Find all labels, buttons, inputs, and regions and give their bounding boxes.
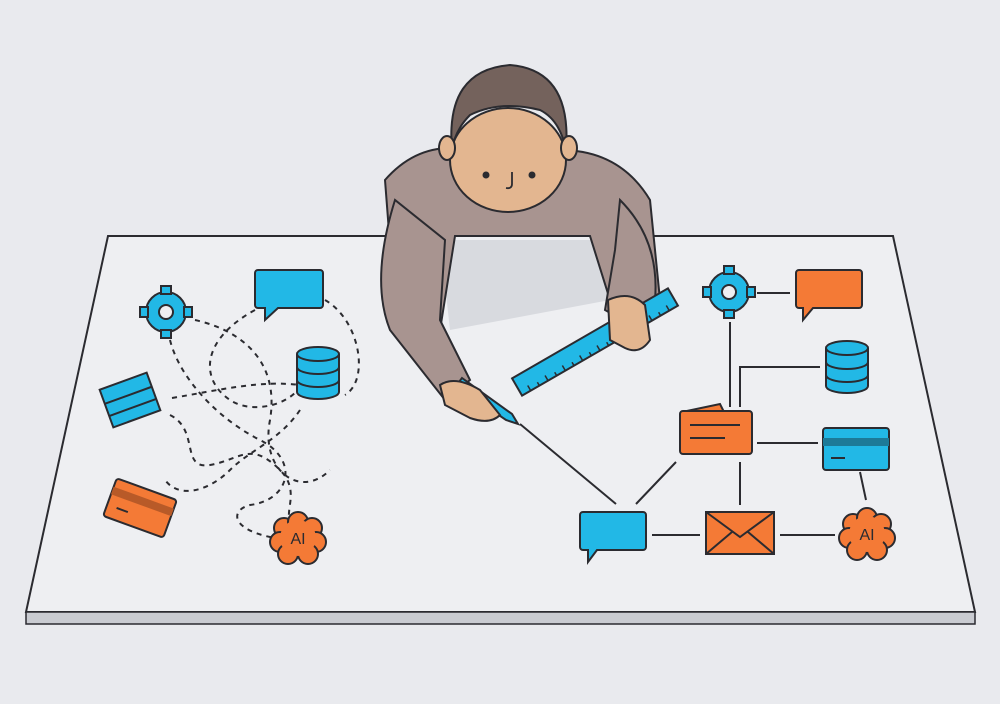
flow-connections xyxy=(519,292,867,536)
ai-label: AI xyxy=(290,531,305,548)
folder-icon xyxy=(679,402,753,455)
ai-brain-icon: AI xyxy=(838,507,896,561)
card-icon xyxy=(98,371,162,429)
gear-icon xyxy=(702,265,756,319)
ai-label: AI xyxy=(859,527,874,544)
ai-brain-icon: AI xyxy=(269,511,327,565)
chat-bubble-icon xyxy=(795,269,863,323)
chat-bubble-icon xyxy=(579,511,647,565)
database-icon xyxy=(296,346,340,400)
gear-icon xyxy=(139,285,193,339)
chat-bubble-icon xyxy=(254,269,324,323)
database-icon xyxy=(825,340,869,394)
person xyxy=(380,63,680,426)
credit-card-icon xyxy=(822,427,890,471)
envelope-icon xyxy=(705,511,775,555)
credit-card-icon xyxy=(102,478,178,538)
